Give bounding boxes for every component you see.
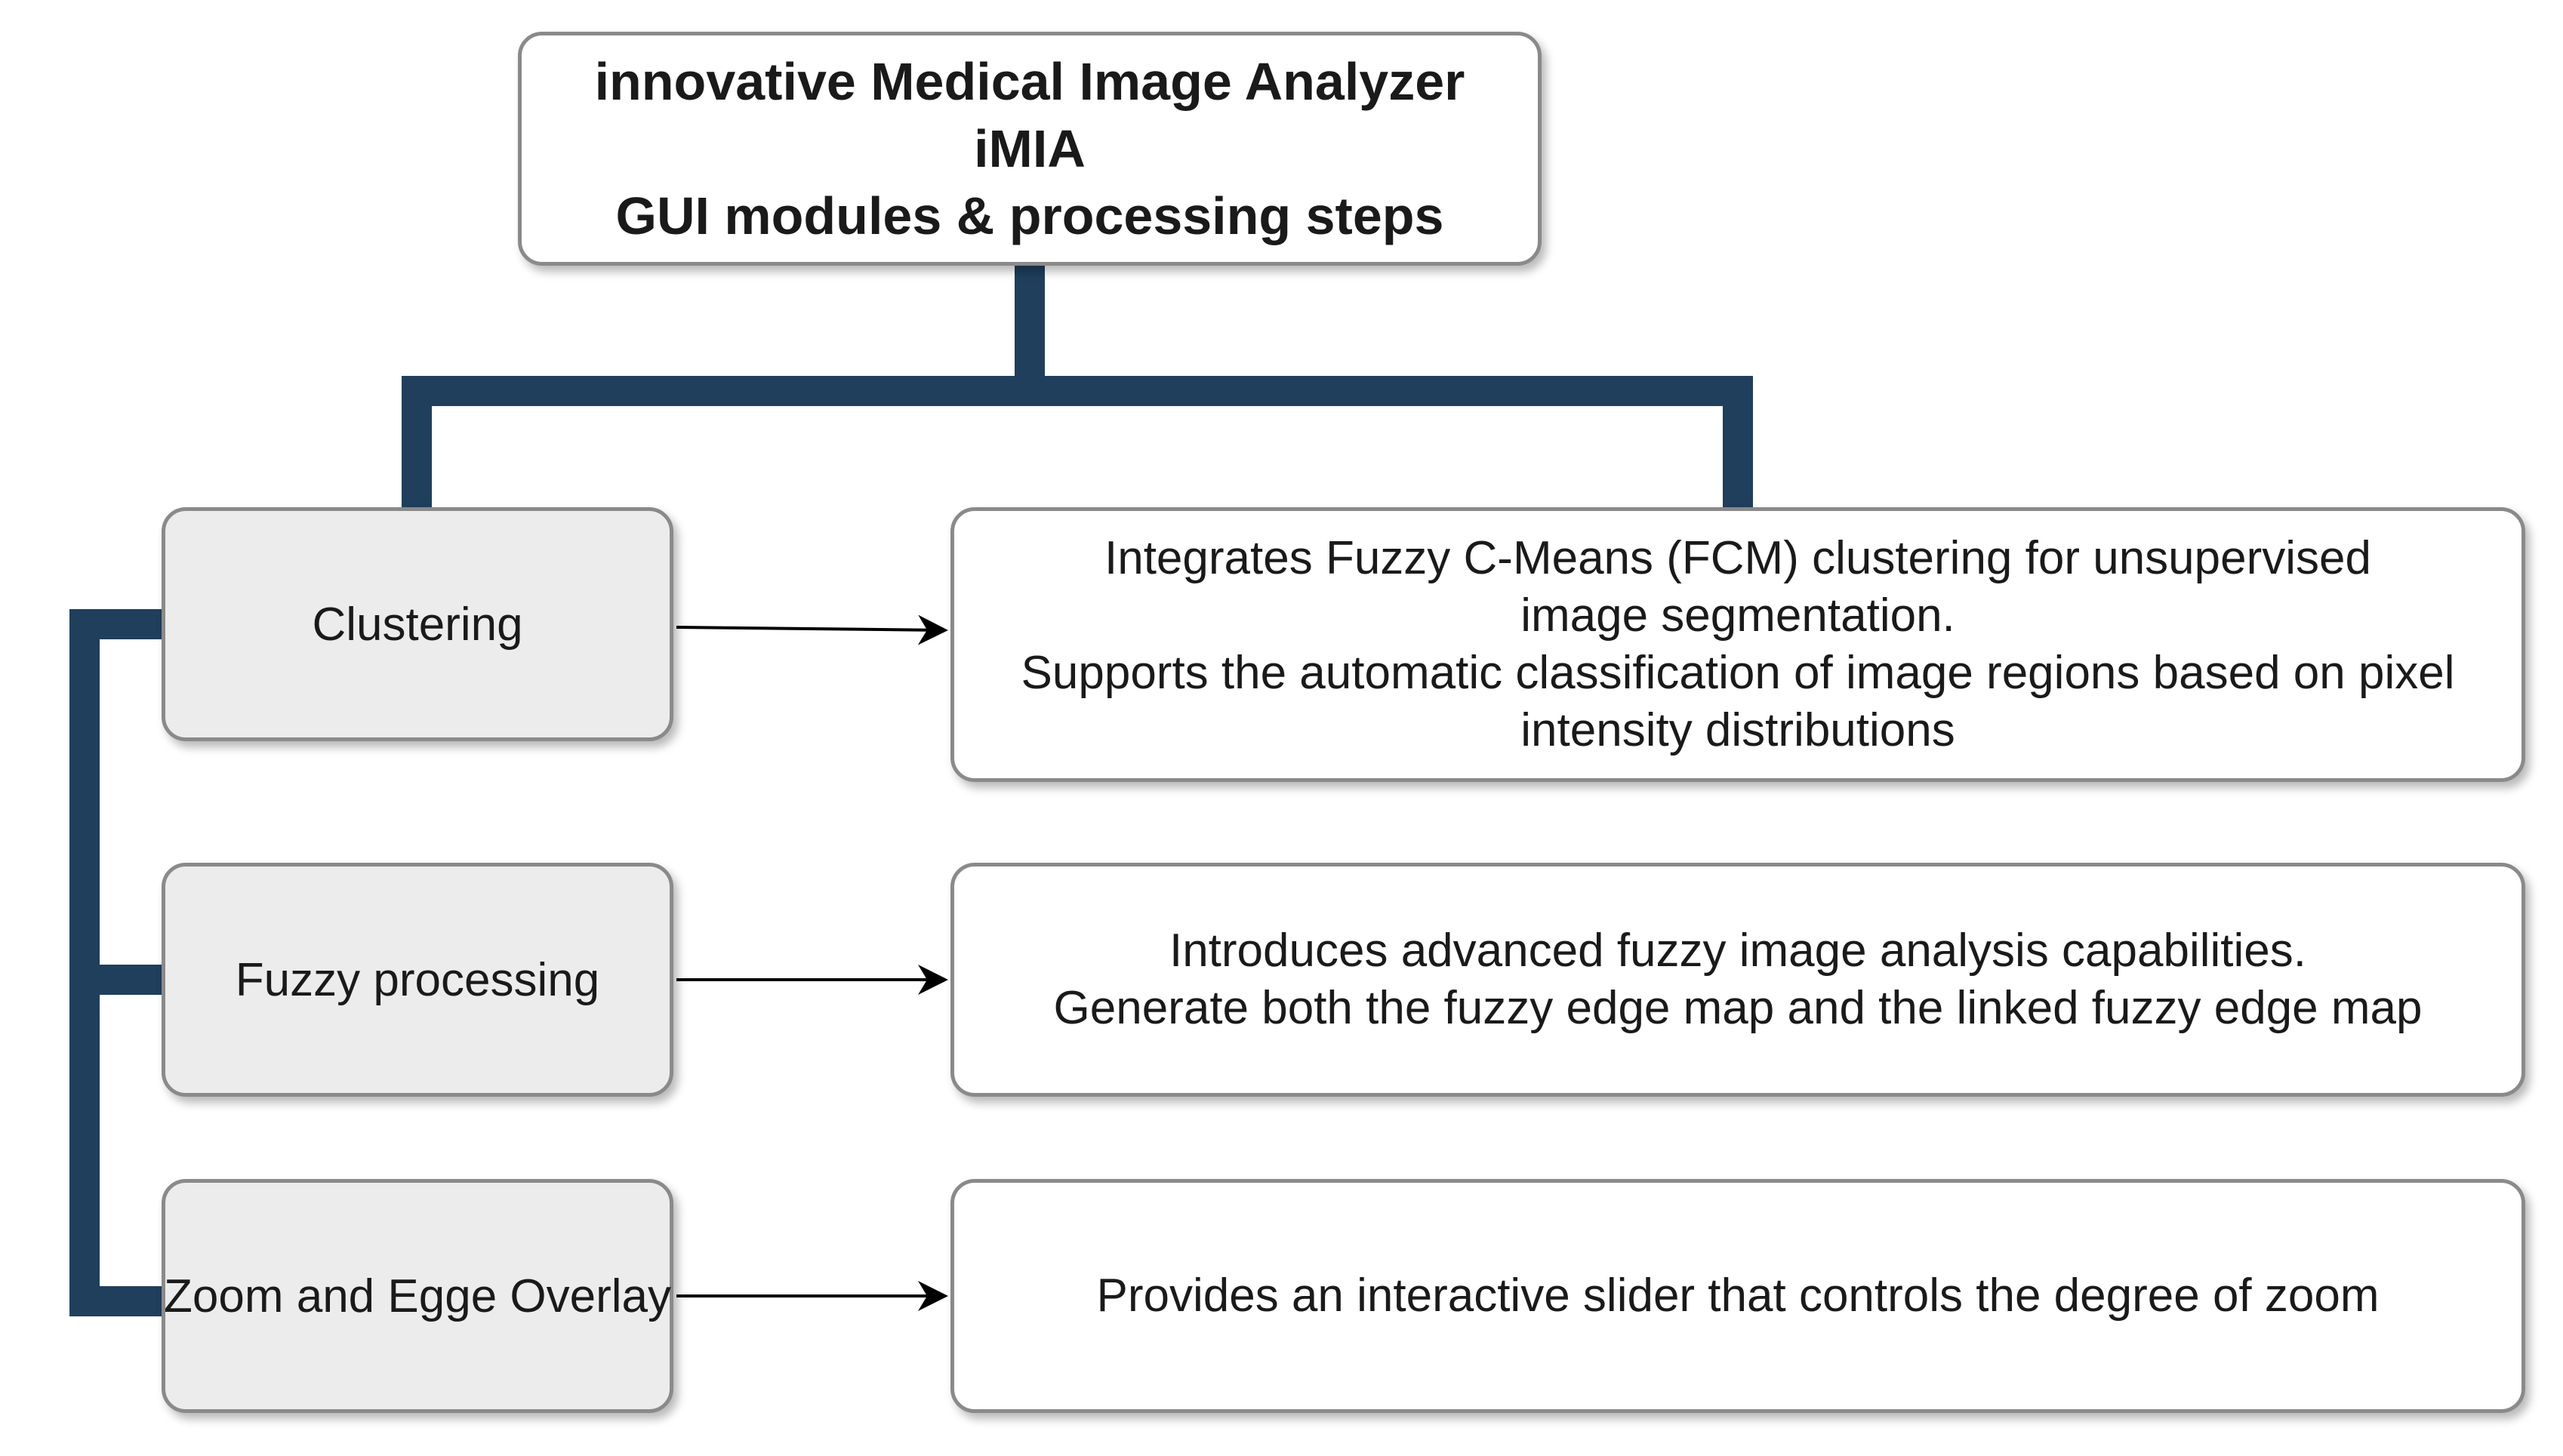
module-label-clustering: Clustering <box>312 598 523 651</box>
module-box-zoom-edge-overlay: Zoom and Egge Overlay <box>162 1179 673 1413</box>
arrow-clustering <box>676 614 948 645</box>
description-line: Generate both the fuzzy edge map and the… <box>1053 982 2423 1034</box>
module-box-fuzzy-processing: Fuzzy processing <box>162 863 673 1097</box>
description-line: Integrates Fuzzy C-Means (FCM) clusterin… <box>1104 532 2372 584</box>
description-line: Introduces advanced fuzzy image analysis… <box>1169 925 2307 977</box>
module-label-zoom-edge-overlay: Zoom and Egge Overlay <box>164 1270 672 1322</box>
module-label-fuzzy-processing: Fuzzy processing <box>235 953 600 1006</box>
title-line-2: iMIA <box>974 119 1086 178</box>
title-line-1: innovative Medical Image Analyzer <box>594 51 1465 111</box>
description-box-clustering: Integrates Fuzzy C-Means (FCM) clusterin… <box>950 507 2525 782</box>
description-line: image segmentation. <box>1520 589 1955 642</box>
title-line-3: GUI modules & processing steps <box>615 186 1444 245</box>
description-box-zoom-edge-overlay: Provides an interactive slider that cont… <box>950 1179 2525 1413</box>
description-box-fuzzy-processing: Introduces advanced fuzzy image analysis… <box>950 863 2525 1097</box>
module-box-clustering: Clustering <box>162 507 673 741</box>
description-line: Provides an interactive slider that cont… <box>1096 1270 2380 1322</box>
description-line: Supports the automatic classification of… <box>1021 647 2455 699</box>
description-line: intensity distributions <box>1520 704 1955 756</box>
title-box: innovative Medical Image Analyzer iMIA G… <box>518 32 1542 266</box>
